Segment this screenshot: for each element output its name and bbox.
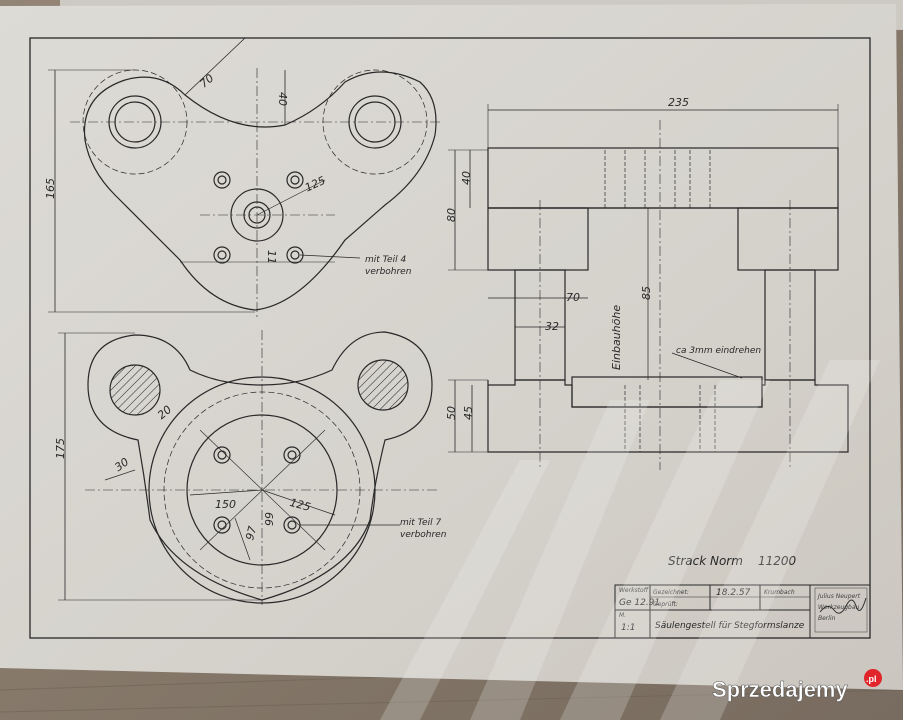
material-value: Ge 12.91 — [619, 598, 660, 608]
part-name: Säulengestell für Stegformslanze — [655, 621, 805, 631]
dim-small-11: 11 — [265, 250, 278, 264]
bottom-view — [58, 330, 440, 605]
title-block-text: Werkstoff Ge 12.91 Gezeichnet: 18.2.57 K… — [619, 587, 805, 633]
side-view-labels: 235 40 80 70 32 85 Einbauhöhe ca 3mm ein… — [445, 96, 761, 420]
sunlight — [380, 360, 880, 720]
dim-install-85: 85 — [640, 286, 653, 300]
dim-base-50: 50 — [445, 406, 458, 420]
watermark: Sprzedajemy .pl — [712, 669, 882, 702]
dim-circle-150: 150 — [215, 498, 236, 511]
watermark-dot — [864, 669, 882, 687]
watermark-text: Sprzedajemy — [712, 677, 848, 702]
stamp-line-3: Berlin — [818, 615, 836, 622]
watermark-suffix: .pl — [866, 674, 877, 684]
dim-pillar-70: 70 — [566, 291, 580, 304]
dim-height-40: 40 — [276, 92, 289, 106]
note-verbohren-top: verbohren — [365, 267, 412, 277]
dim-small-66: 66 — [262, 512, 275, 526]
stamp-line-2: Werkzeugbau — [818, 604, 860, 611]
drawn-date: 18.2.57 — [716, 588, 751, 598]
drawn-by: Krumbach — [764, 589, 795, 596]
checked-label: Geprüft: — [653, 601, 678, 608]
dim-base-45: 45 — [462, 406, 475, 420]
dim-circle-125: 125 — [288, 496, 312, 514]
dim-overall-165: 165 — [44, 178, 57, 199]
dim-top-total-80: 80 — [445, 208, 458, 222]
label-einbauhoehe: Einbauhöhe — [610, 305, 623, 370]
scale-value: 1:1 — [621, 623, 635, 633]
stamp-line-1: Julius Neupert — [817, 593, 861, 600]
material-label: Werkstoff — [619, 587, 649, 594]
dim-top-plate-40: 40 — [460, 171, 473, 185]
note-verbohren-bottom: verbohren — [400, 530, 447, 540]
drawing-border — [29, 37, 871, 639]
dim-pillar-dia-32: 32 — [545, 320, 559, 333]
note-mit-teil-7: mit Teil 7 — [400, 518, 441, 528]
note-mit-teil-4: mit Teil 4 — [365, 255, 406, 265]
norm-label: Strack Norm — [668, 554, 743, 568]
top-view — [48, 37, 440, 320]
norm-number: 11200 — [758, 554, 797, 568]
side-view — [448, 104, 849, 470]
dim-width-235: 235 — [668, 96, 689, 109]
scale-label: M. — [619, 612, 626, 619]
company-stamp: Julius Neupert Werkzeugbau Berlin — [814, 587, 868, 633]
title-block — [614, 584, 871, 639]
drawn-label: Gezeichnet: — [653, 589, 689, 596]
signature — [819, 597, 867, 614]
dim-small-97: 97 — [243, 525, 259, 542]
dim-overall-175: 175 — [54, 438, 67, 459]
note-eindrehen: ca 3mm eindrehen — [676, 346, 761, 356]
